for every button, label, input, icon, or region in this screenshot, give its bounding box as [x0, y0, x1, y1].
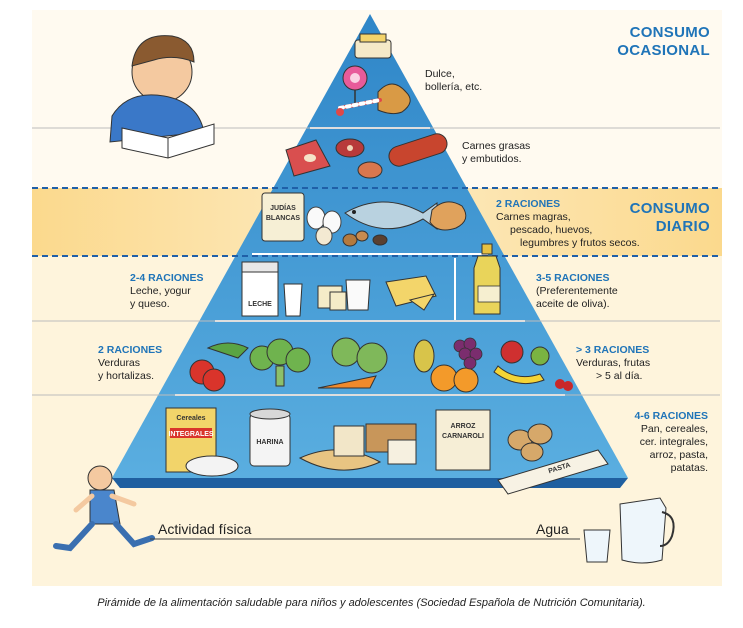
- lacteos-raciones: 2-4 RACIONES: [130, 272, 204, 284]
- frutas-line2: > 5 al día.: [596, 370, 643, 382]
- cereales-raciones: 4-6 RACIONES: [634, 410, 708, 422]
- carnes-grasas-line2: y embutidos.: [462, 153, 522, 165]
- dashed-separators: [32, 187, 722, 257]
- arroz-label-line1: ARROZ: [451, 423, 477, 430]
- cereales-line4: patatas.: [670, 462, 708, 474]
- cereales-line3: arroz, pasta,: [649, 449, 708, 461]
- verduras-raciones: 2 RACIONES: [98, 344, 163, 356]
- package-labels: JUDÍAS BLANCAS LECHE Cereales INTEGRALES…: [168, 203, 571, 475]
- verduras-line1: Verduras: [98, 357, 141, 369]
- cereales-label-line1: Cereales: [176, 415, 205, 422]
- runner-illustration: [53, 465, 155, 552]
- consumo-ocasional-label: CONSUMO OCASIONAL: [560, 24, 710, 60]
- water-illustration: [583, 497, 675, 564]
- consumo-diario-label: CONSUMO DIARIO: [560, 200, 710, 236]
- vegetables-illustration: [189, 337, 388, 392]
- aceite-text: 3-5 RACIONES (Preferentemente aceite de …: [536, 272, 618, 311]
- proteinas-raciones: 2 RACIONES: [496, 198, 561, 210]
- sweets-illustration: [336, 33, 411, 116]
- agua-label: Agua: [536, 521, 569, 537]
- dairy-illustration: [241, 261, 437, 317]
- arroz-label-line2: CARNAROLI: [442, 433, 484, 440]
- frutas-raciones: > 3 RACIONES: [576, 344, 650, 356]
- verduras-text: 2 RACIONES Verduras y hortalizas.: [98, 344, 162, 383]
- cereales-text: 4-6 RACIONES Pan, cereales, cer. integra…: [608, 410, 708, 475]
- aceite-raciones: 3-5 RACIONES: [536, 272, 610, 284]
- carnes-grasas-line1: Carnes grasas: [462, 140, 531, 152]
- dulces-line1: Dulce,: [425, 68, 455, 80]
- cereales-line2: cer. integrales,: [639, 436, 708, 448]
- judias-label-line2: BLANCAS: [266, 215, 301, 222]
- verduras-line2: y hortalizas.: [98, 370, 155, 382]
- pyramid-body: [112, 14, 628, 478]
- dulces-text: Dulce, bollería, etc.: [425, 68, 482, 94]
- lacteos-text: 2-4 RACIONES Leche, yogur y queso.: [130, 272, 230, 311]
- fatty-meats-illustration: [285, 133, 448, 179]
- dulces-line2: bollería, etc.: [425, 81, 483, 93]
- consumo-diario-line1: CONSUMO: [629, 200, 710, 217]
- aceite-line2: aceite de oliva).: [536, 298, 610, 310]
- harina-label: HARINA: [256, 439, 283, 446]
- carnes-grasas-text: Carnes grasas y embutidos.: [462, 140, 530, 166]
- frutas-text: > 3 RACIONES Verduras, frutas > 5 al día…: [576, 344, 650, 383]
- olive-oil-illustration: [473, 243, 501, 315]
- proteinas-text: 2 RACIONES Carnes magras, pescado, huevo…: [480, 198, 676, 250]
- protein-illustration: [261, 192, 467, 247]
- boy-reading-illustration: [109, 35, 215, 159]
- leche-label: LECHE: [248, 301, 272, 308]
- consumo-ocasional-line1: CONSUMO: [629, 24, 710, 41]
- cereales-label-line2: INTEGRALES: [168, 431, 213, 438]
- cereals-illustration: [165, 407, 609, 495]
- lacteos-line2: y queso.: [130, 298, 170, 310]
- proteinas-line2: pescado, huevos,: [510, 224, 593, 236]
- figure-caption: Pirámide de la alimentación saludable pa…: [97, 597, 646, 609]
- cereales-line1: Pan, cereales,: [640, 423, 708, 435]
- lacteos-line1: Leche, yogur: [130, 285, 191, 297]
- frutas-line1: Verduras, frutas: [576, 357, 651, 369]
- judias-label-line1: JUDÍAS: [270, 203, 296, 212]
- consumo-ocasional-line2: OCASIONAL: [617, 42, 710, 59]
- consumo-diario-line2: DIARIO: [655, 218, 710, 235]
- aceite-line1: (Preferentemente: [536, 285, 618, 297]
- actividad-fisica-label: Actividad física: [158, 521, 252, 537]
- proteinas-line3: legumbres y frutos secos.: [520, 237, 640, 249]
- proteinas-line1: Carnes magras,: [496, 211, 571, 223]
- fruits-illustration: [413, 337, 573, 393]
